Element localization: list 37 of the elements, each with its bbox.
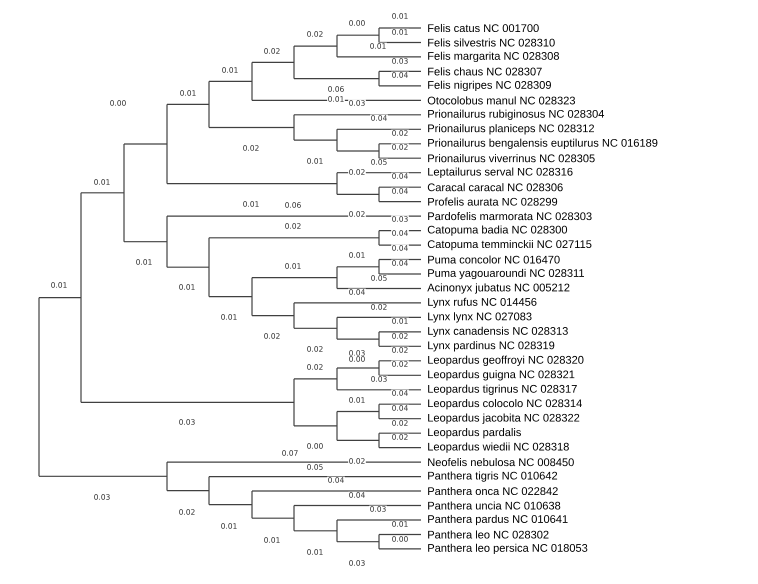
taxon-label: Felis silvestris NC 028310	[428, 38, 555, 47]
taxon-label: Felis catus NC 001700	[428, 24, 539, 32]
taxon-label: Panthera pardus NC 010641	[428, 514, 568, 526]
taxon-label: Pardofelis marmorata NC 028303	[428, 212, 592, 220]
taxon-label: Otocolobus manul NC 028323	[428, 96, 575, 104]
taxon-label: Felis nigripes NC 028309	[428, 80, 551, 92]
taxon-label: Lynx rufus NC 014456	[428, 298, 536, 308]
taxon-label: Puma concolor NC 016470	[428, 255, 560, 264]
taxon-label: Puma yagouaroundi NC 028311	[428, 268, 584, 280]
taxon-label: Leopardus colocolo NC 028314	[428, 399, 582, 410]
taxon-label: Leopardus jacobita NC 028322	[428, 414, 580, 424]
taxon-label: Lynx canadensis NC 028313	[428, 326, 568, 338]
taxon-label: Catopuma badia NC 028300	[428, 225, 568, 236]
taxon-label: Leopardus wiedii NC 028318	[428, 442, 569, 453]
taxon-label: Lynx pardinus NC 028319	[428, 341, 554, 352]
taxon-label: Neofelis nebulosa NC 008450	[428, 458, 574, 466]
taxon-label: Catopuma temminckii NC 027115	[428, 240, 592, 250]
taxon-label: Panthera leo NC 028302	[428, 530, 548, 539]
taxon-label: Caracal caracal NC 028306	[428, 183, 563, 192]
taxon-label: Leptailurus serval NC 028316	[428, 168, 573, 178]
taxon-label: Leopardus geoffroyi NC 028320	[428, 356, 584, 366]
taxon-label: Profelis aurata NC 028299	[428, 198, 558, 206]
taxon-label: Prionailurus rubiginosus NC 028304	[428, 110, 604, 120]
taxon-label: Panthera leo persica NC 018053	[428, 544, 588, 554]
taxon-label: Leopardus pardalis	[428, 428, 521, 438]
taxon-label: Panthera tigris NC 010642	[428, 471, 558, 482]
taxon-label: Prionailurus planiceps NC 028312	[428, 124, 594, 134]
taxon-label: Felis margarita NC 028308	[428, 52, 559, 62]
taxon-label: Panthera uncia NC 010638	[428, 501, 560, 510]
taxon-label: Felis chaus NC 028307	[428, 67, 542, 76]
taxon-label: Lynx lynx NC 027083	[428, 312, 532, 323]
taxon-label: Acinonyx jubatus NC 005212	[427, 283, 570, 294]
taxon-label: Prionailurus bengalensis euptilurus NC 016189	[428, 138, 658, 149]
taxon-label: Prionailurus viverrinus NC 028305	[428, 154, 595, 162]
taxon-label: Panthera onca NC 022842	[428, 486, 558, 496]
taxon-label: Leopardus tigrinus NC 028317	[428, 384, 577, 395]
taxon-label: Leopardus guigna NC 028321	[428, 370, 574, 380]
